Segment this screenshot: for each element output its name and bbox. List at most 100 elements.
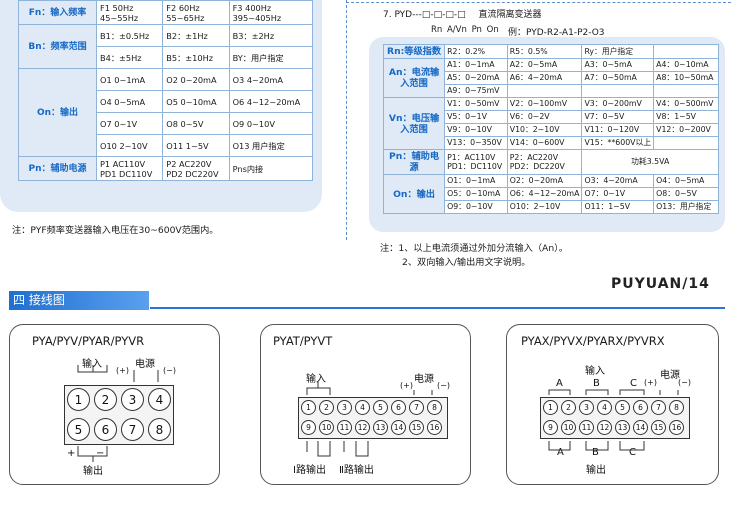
model-code-labels: Rn A/Vn Pn On [431,25,499,35]
right-cell: V6：0~2V [506,110,583,124]
left-cell: O3 4~20mA [228,68,314,91]
d3-terminal: 4 [597,400,612,415]
right-cell: O2：0~20mA [506,174,583,188]
d3-terminal: 14 [633,420,648,435]
left-cell: F3 400Hz 395~405Hz [228,0,314,25]
d1-plus-label: (+) [116,366,129,375]
d2-power-label: 电源 [414,374,434,385]
d2-terminal: 2 [319,400,334,415]
right-cell: P1：AC110V PD1：DC110V [444,149,508,175]
d3-a-top-bracket [548,389,571,395]
model-code: 7. PYD---□-□-□-□ 直流隔离变送器 [383,10,542,20]
right-note-1: 注：1、以上电流须通过外加分流输入（An）。 [380,243,568,254]
right-cell: V15：**600V以上 [581,136,655,150]
right-cell: V4：0~500mV [653,97,719,111]
right-row-head: Vn：电压输入范围 [382,97,446,150]
d1-out-plus: + [67,448,76,459]
d3-c-bottom-bracket [619,441,645,451]
right-cell: V9：0~10V [444,123,508,137]
right-dashed-divider [346,0,347,240]
d2-out1-leads [306,441,331,457]
right-cell: 功耗3.5VA [581,149,719,175]
d2-plus-label: (+) [400,381,413,390]
left-note: 注：PYF频率变送器输入电压在30~600V范围内。 [12,225,219,236]
d3-minus-label: (−) [678,378,691,387]
d3-a-top: A [556,378,563,389]
left-cell: B4：±5Hz [95,46,164,69]
d3-terminal: 8 [669,400,684,415]
diagram-2-title: PYAT/PYVT [273,334,333,348]
model-example: 例：PYD-R2-A1-P2-O3 [508,28,605,38]
d3-terminal: 16 [669,420,684,435]
left-row-head: Fn：输入频率 [18,0,97,25]
right-cell [653,136,719,150]
d2-terminal: 3 [337,400,352,415]
d2-out1-label: Ⅰ路输出 [293,465,326,476]
section-underline [150,307,725,309]
d2-input-label: 输入 [306,374,326,385]
left-cell: F1 50Hz 45~55Hz [95,0,164,25]
left-cell: P1 AC110V PD1 DC110V [95,156,164,181]
d3-terminal: 13 [615,420,630,435]
right-cell: V7：0~5V [581,110,655,124]
brand-label: PUYUAN/14 [611,276,710,292]
d3-terminal: 2 [561,400,576,415]
d3-terminal: 5 [615,400,630,415]
d3-terminal: 11 [579,420,594,435]
d1-power-leads [133,370,159,382]
right-cell: V13：0~350V [444,136,508,150]
d3-b-top-bracket [585,389,609,395]
right-cell: V1：0~50mV [444,97,508,111]
d1-terminal: 1 [67,388,90,411]
left-cell: O4 0~5mA [95,90,164,113]
d3-terminal: 15 [651,420,666,435]
d3-power-leads [659,390,679,395]
left-row-head: Bn：频率范围 [18,24,97,69]
right-cell [581,84,655,98]
d2-minus-label: (−) [437,381,450,390]
left-cell: P2 AC220V PD2 DC220V [162,156,230,181]
d3-b-bottom: B [592,447,599,458]
d2-terminal: 1 [301,400,316,415]
d3-terminal: 7 [651,400,666,415]
d2-terminal: 9 [301,420,316,435]
d1-terminal: 3 [121,388,144,411]
right-table-row: A9：0~75mV [384,84,719,98]
left-cell: BY：用户指定 [228,46,314,69]
d3-input-label: 输入 [585,366,605,377]
d1-terminal: 6 [94,418,117,441]
d3-terminal: 6 [633,400,648,415]
d3-terminal: 3 [579,400,594,415]
right-cell: V14：0~600V [506,136,583,150]
d2-input-bracket [306,382,331,395]
d1-minus-label: (−) [163,366,176,375]
d2-terminal: 14 [391,420,406,435]
d3-c-top-bracket [619,389,645,395]
d3-b-top: B [593,378,600,389]
right-cell [506,84,583,98]
d1-input-label: 输入 [82,359,102,370]
left-cell: B1：±0.5Hz [95,24,164,47]
diagram-3-title: PYAX/PYVX/PYARX/PYVRX [521,334,665,348]
right-cell: O11：1~5V [581,200,655,214]
d2-terminal: 8 [427,400,442,415]
right-cell: V8：1~5V [653,110,719,124]
left-cell: O8 0~5V [162,112,230,135]
d2-terminal: 12 [355,420,370,435]
d3-plus-label: (+) [644,378,657,387]
d2-terminal: 4 [355,400,370,415]
d2-terminal: 7 [409,400,424,415]
right-cell: O9：0~10V [444,200,508,214]
